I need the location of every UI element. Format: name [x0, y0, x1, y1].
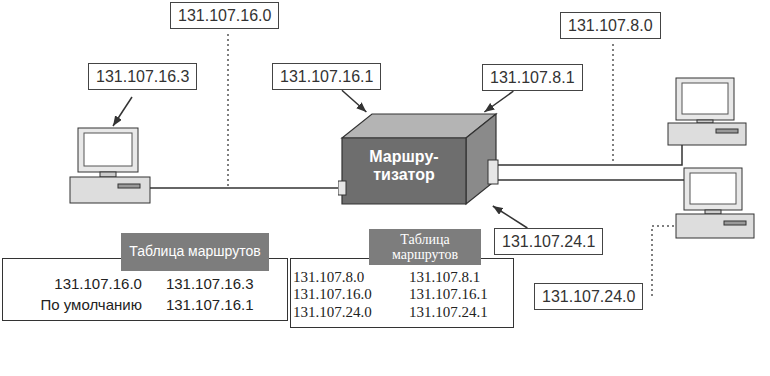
- router-label: Маршру- тизатор: [346, 148, 462, 185]
- ip-address-box: 131.107.24.0: [534, 283, 643, 310]
- router-port: [488, 160, 498, 184]
- ip-address-text: 131.107.24.1: [502, 233, 595, 250]
- ip-address-box: 131.107.16.1: [272, 63, 381, 90]
- network-wire: [498, 179, 684, 181]
- router-side-face: [466, 114, 496, 204]
- connector-arrow: [493, 206, 528, 228]
- computer-drive: [118, 184, 140, 188]
- computer-monitor: [78, 128, 138, 172]
- computer-screen: [84, 133, 132, 166]
- network-marker-line: [652, 226, 674, 296]
- network-marker-line: [227, 34, 229, 186]
- table-heading: Таблица маршрутов: [369, 229, 481, 265]
- computer-stand: [705, 210, 721, 214]
- ip-address-text: 131.107.24.0: [542, 288, 635, 305]
- ip-address-text: 131.107.8.0: [568, 17, 653, 34]
- table-body: 131.107.8.0131.107.8.1131.107.16.0131.10…: [293, 269, 507, 321]
- computer-drive: [716, 129, 738, 133]
- network-wire: [150, 187, 338, 189]
- computer-drive: [724, 221, 746, 225]
- connector-arrow: [484, 91, 513, 112]
- table-cell: 131.107.8.1: [409, 269, 480, 286]
- ip-address-box: 131.107.24.1: [494, 228, 603, 255]
- computer-monitor: [684, 168, 742, 210]
- ip-address-box: 131.107.8.1: [482, 64, 583, 91]
- computer-monitor: [676, 78, 734, 120]
- ip-address-text: 131.107.16.0: [178, 7, 271, 24]
- table-cell: 131.107.24.0: [293, 304, 372, 321]
- table-cell: 131.107.16.1: [409, 286, 488, 303]
- table-cell: 131.107.16.1: [166, 296, 254, 313]
- router-front-face: [342, 138, 466, 204]
- computer-screen: [690, 173, 736, 204]
- network-wire: [498, 145, 682, 165]
- computer-stand: [100, 172, 116, 177]
- routing-table: Таблица маршрутов131.107.16.0131.107.16.…: [2, 258, 288, 321]
- router-port: [338, 181, 346, 195]
- ip-address-box: 131.107.8.0: [560, 12, 661, 39]
- routing-table: Таблица маршрутов131.107.8.0131.107.8.11…: [290, 258, 514, 328]
- table-cell: 131.107.16.0: [293, 286, 372, 303]
- table-cell: По умолчанию: [40, 296, 141, 313]
- computer-case: [676, 214, 754, 238]
- table-cell: 131.107.16.3: [166, 275, 254, 292]
- ip-address-text: 131.107.16.3: [96, 68, 189, 85]
- ip-address-text: 131.107.16.1: [280, 68, 373, 85]
- ip-address-box: 131.107.16.0: [170, 2, 279, 29]
- leader-arrow: [113, 97, 132, 126]
- table-heading: Таблица маршрутов: [121, 233, 269, 271]
- computer-screen: [682, 83, 728, 114]
- network-marker-line: [612, 44, 614, 163]
- table-body: 131.107.16.0 131.107.16.3 По умолчанию 131.…: [17, 275, 277, 314]
- table-cell: 131.107.8.0: [293, 269, 364, 286]
- computer-case: [668, 123, 746, 145]
- computer-case: [70, 177, 150, 203]
- connector-arrow: [342, 90, 366, 112]
- router-box: Маршру- тизатор: [338, 112, 500, 206]
- table-cell: 131.107.16.0: [54, 275, 142, 292]
- ip-address-box: 131.107.16.3: [88, 63, 197, 90]
- table-cell: 131.107.24.1: [409, 304, 488, 321]
- ip-address-text: 131.107.8.1: [490, 69, 575, 86]
